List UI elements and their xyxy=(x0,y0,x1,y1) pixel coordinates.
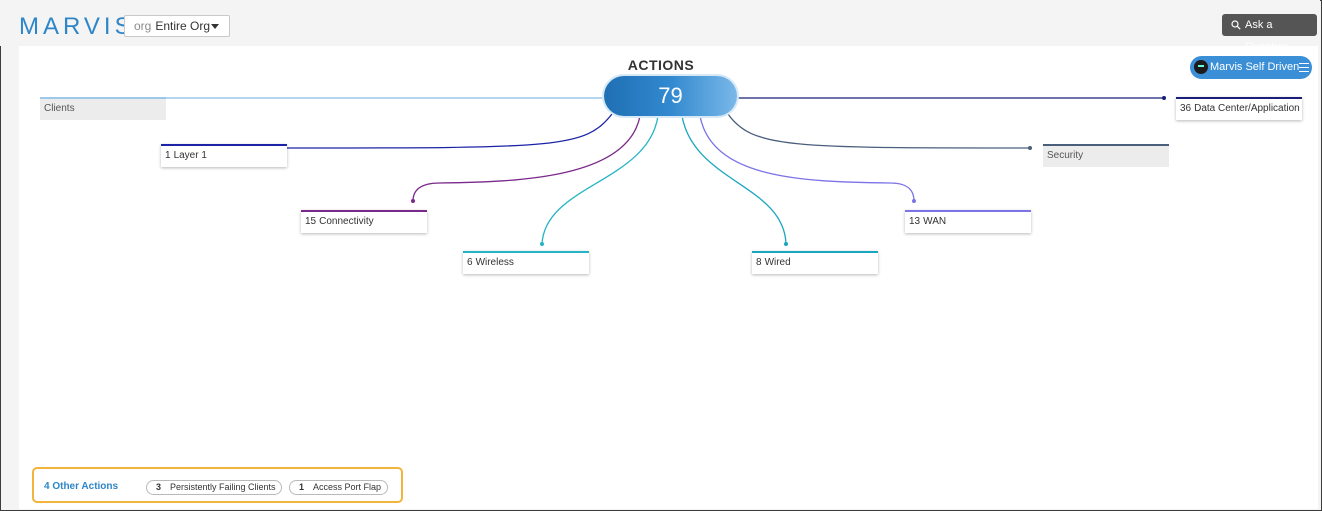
category-clients[interactable]: Clients xyxy=(40,97,166,120)
category-datacenter-label: Data Center/Application xyxy=(1194,103,1300,114)
chip-count: 3 xyxy=(156,482,162,492)
category-security-label: Security xyxy=(1047,150,1084,161)
org-selector-prefix: org xyxy=(134,19,152,33)
search-icon xyxy=(1231,20,1241,30)
chip-label: Persistently Failing Clients xyxy=(170,482,276,492)
category-connectivity-count: 15 xyxy=(305,216,317,227)
category-wan-label: WAN xyxy=(923,216,947,227)
other-actions-link[interactable]: 4 Other Actions xyxy=(44,481,119,492)
org-selector-value: Entire Org xyxy=(155,19,211,33)
connector-connectivity-dot xyxy=(411,199,415,203)
chip-count: 1 xyxy=(299,482,305,492)
connector-wired xyxy=(681,115,787,245)
category-security[interactable]: Security xyxy=(1043,144,1169,167)
connector-security-dot xyxy=(1028,146,1032,150)
actions-title: ACTIONS xyxy=(627,57,695,73)
other-actions-bar: 4 Other Actions 3 Persistently Failing Cl… xyxy=(32,467,403,503)
category-layer1-label: Layer 1 xyxy=(173,150,207,161)
robot-icon xyxy=(1194,60,1208,74)
connector-connectivity xyxy=(412,115,641,202)
other-action-chip-failing-clients[interactable]: 3 Persistently Failing Clients xyxy=(146,480,282,495)
connector-layer1 xyxy=(286,113,613,149)
category-wireless-label: Wireless xyxy=(475,257,514,268)
self-driven-label: Marvis Self Driven xyxy=(1210,61,1300,73)
chevron-down-icon xyxy=(211,24,219,29)
actions-total-button[interactable]: 79 xyxy=(604,76,737,116)
chip-label: Access Port Flap xyxy=(313,482,382,492)
category-clients-label: Clients xyxy=(44,103,75,114)
connector-security xyxy=(727,113,1031,149)
connector-wired-dot xyxy=(784,242,788,246)
connector-wan-dot xyxy=(912,199,916,203)
category-connectivity-label: Connectivity xyxy=(319,216,374,227)
marvis-self-driven-button[interactable]: Marvis Self Driven xyxy=(1190,56,1312,79)
marvis-logo: MARVIS xyxy=(19,13,135,40)
category-layer1-count: 1 xyxy=(165,150,171,161)
connector-wireless-dot xyxy=(540,242,544,246)
connector-wan xyxy=(699,115,915,202)
category-datacenter-count: 36 xyxy=(1180,103,1192,114)
menu-icon xyxy=(1299,63,1309,72)
other-action-chip-port-flap[interactable]: 1 Access Port Flap xyxy=(289,480,388,495)
actions-dashboard-panel xyxy=(19,46,1318,509)
category-wired-count: 8 xyxy=(756,257,762,268)
connector-wireless xyxy=(541,115,659,245)
category-wan-count: 13 xyxy=(909,216,921,227)
connector-datacenter-dot xyxy=(1162,96,1166,100)
category-wired-label: Wired xyxy=(764,257,791,268)
category-wireless-count: 6 xyxy=(467,257,473,268)
